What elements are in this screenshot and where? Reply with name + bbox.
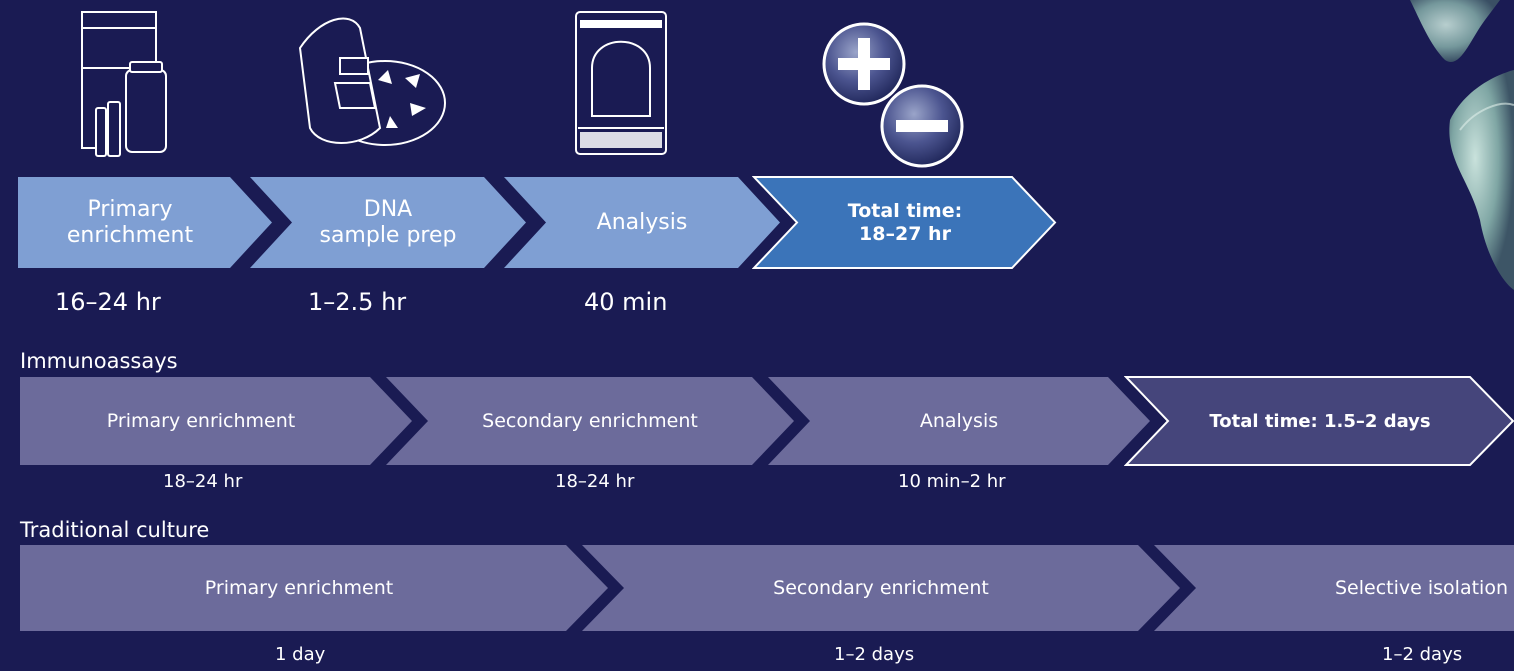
pcr-total-time: Total time: 18–27 hr — [800, 177, 1010, 268]
traditional-culture-title: Traditional culture — [20, 518, 210, 542]
immunoassay-time-secondary-enrichment: 18–24 hr — [555, 471, 635, 492]
traditional-time-secondary-enrichment: 1–2 days — [834, 644, 915, 665]
immunoassay-step-primary-enrichment: Primary enrichment — [20, 377, 412, 465]
traditional-step-selective-isolation: Selective isolation — [1154, 545, 1514, 631]
traditional-step-label: Selective isolation — [1335, 577, 1508, 599]
traditional-step-label: Secondary enrichment — [773, 577, 989, 599]
immunoassay-step-label: Analysis — [919, 410, 999, 432]
positive-negative-result-icon — [822, 22, 964, 168]
pcr-total-line2: 18–27 hr — [859, 222, 951, 245]
pcr-step-dna-sample-prep: DNA sample prep — [250, 177, 526, 268]
immunoassay-total-chevron-shape — [1124, 376, 1514, 466]
immunoassay-step-label: Primary enrichment — [106, 410, 296, 432]
traditional-step-primary-enrichment: Primary enrichment — [20, 545, 608, 631]
traditional-step-label: Primary enrichment — [204, 577, 394, 599]
analysis-instrument-icon — [575, 11, 667, 155]
pcr-step-label-line2: enrichment — [66, 222, 194, 248]
pcr-step-label: Analysis — [596, 209, 688, 235]
immunoassay-time-analysis: 10 min–2 hr — [898, 471, 1006, 492]
pcr-time-analysis: 40 min — [584, 288, 668, 316]
pcr-step-primary-enrichment: Primary enrichment — [18, 177, 272, 268]
immunoassay-total-time: Total time: 1.5–2 days — [1209, 410, 1431, 432]
immunoassay-step-analysis: Analysis — [768, 377, 1150, 465]
bacteria-image — [1410, 0, 1514, 290]
immunoassays-title: Immunoassays — [20, 349, 178, 373]
pcr-total-chevron-shape — [752, 176, 1057, 269]
immunoassay-time-primary-enrichment: 18–24 hr — [163, 471, 243, 492]
pcr-time-primary-enrichment: 16–24 hr — [55, 288, 161, 316]
immunoassay-step-label: Secondary enrichment — [482, 410, 698, 432]
sample-prep-instrument-icon — [298, 17, 446, 146]
traditional-step-secondary-enrichment: Secondary enrichment — [582, 545, 1180, 631]
traditional-time-primary-enrichment: 1 day — [275, 644, 326, 665]
pcr-step-label-line2: sample prep — [319, 222, 457, 248]
pcr-step-label-line1: Primary — [87, 196, 173, 222]
pcr-time-dna-sample-prep: 1–2.5 hr — [308, 288, 407, 316]
immunoassay-step-secondary-enrichment: Secondary enrichment — [386, 377, 794, 465]
traditional-time-selective-isolation: 1–2 days — [1382, 644, 1463, 665]
enrichment-kit-icon — [81, 11, 167, 157]
pcr-total-line1: Total time: — [847, 199, 963, 222]
pcr-step-analysis: Analysis — [504, 177, 780, 268]
pcr-step-label-line1: DNA — [363, 196, 413, 222]
